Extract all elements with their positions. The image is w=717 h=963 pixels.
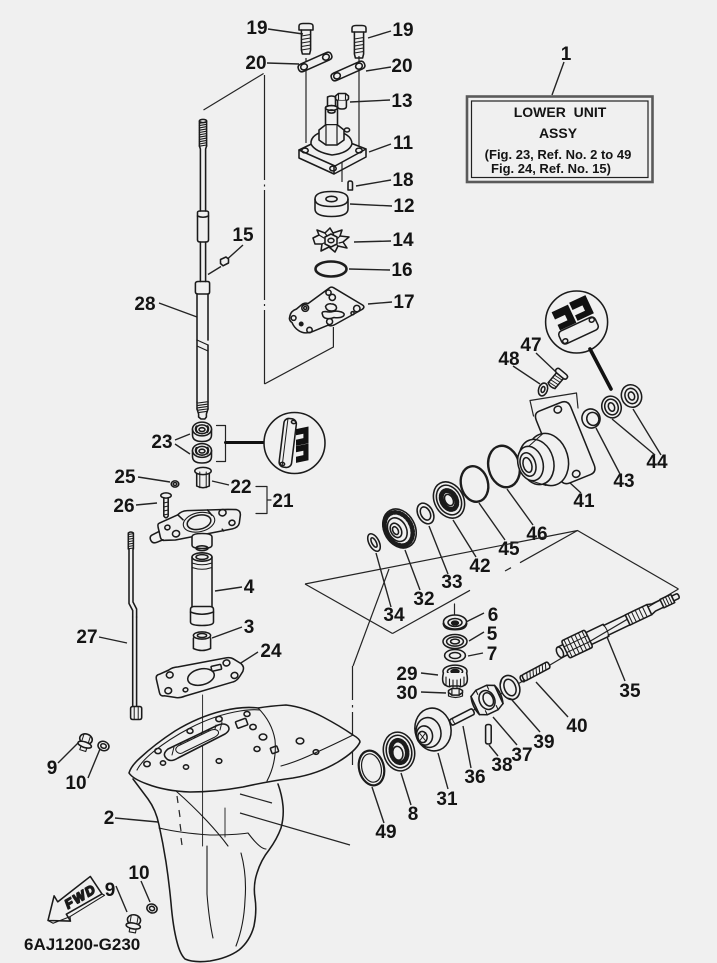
svg-text:28: 28 (134, 294, 155, 315)
svg-text:48: 48 (498, 349, 519, 370)
svg-text:22: 22 (230, 477, 251, 498)
svg-text:18: 18 (392, 170, 413, 191)
svg-text:39: 39 (533, 732, 554, 753)
svg-text:24: 24 (260, 641, 282, 662)
svg-text:14: 14 (392, 230, 414, 251)
svg-text:20: 20 (391, 56, 412, 77)
svg-text:17: 17 (393, 292, 414, 313)
svg-text:7: 7 (487, 644, 498, 665)
svg-text:(Fig. 23, Ref. No. 2 to 49: (Fig. 23, Ref. No. 2 to 49 (485, 147, 632, 162)
svg-text:10: 10 (128, 863, 149, 884)
svg-text:36: 36 (464, 767, 485, 788)
svg-text:47: 47 (520, 335, 541, 356)
svg-text:27: 27 (76, 627, 97, 648)
svg-text:8: 8 (408, 804, 419, 825)
svg-text:ASSY: ASSY (539, 125, 578, 141)
svg-text:19: 19 (246, 18, 267, 39)
svg-text:15: 15 (232, 225, 254, 246)
svg-text:34: 34 (383, 605, 405, 626)
svg-text:20: 20 (245, 53, 266, 74)
svg-text:46: 46 (526, 524, 547, 545)
svg-text:25: 25 (114, 467, 136, 488)
svg-text:19: 19 (392, 20, 413, 41)
svg-text:13: 13 (391, 91, 412, 112)
svg-text:29: 29 (396, 664, 417, 685)
svg-text:6: 6 (488, 605, 499, 626)
svg-text:45: 45 (498, 539, 520, 560)
svg-text:9: 9 (47, 758, 58, 779)
svg-text:16: 16 (391, 260, 412, 281)
svg-text:6AJ1200-G230: 6AJ1200-G230 (24, 935, 140, 954)
svg-text:40: 40 (566, 716, 587, 737)
svg-text:Fig. 24, Ref. No. 15): Fig. 24, Ref. No. 15) (491, 161, 611, 176)
svg-text:30: 30 (396, 683, 417, 704)
svg-text:43: 43 (613, 471, 634, 492)
svg-text:10: 10 (65, 773, 86, 794)
svg-text:26: 26 (113, 496, 134, 517)
svg-text:LOWER UNIT: LOWER UNIT (514, 104, 607, 120)
svg-text:21: 21 (272, 491, 294, 512)
svg-text:23: 23 (151, 432, 172, 453)
svg-text:31: 31 (436, 789, 458, 810)
svg-text:12: 12 (393, 196, 414, 217)
svg-text:3: 3 (244, 617, 255, 638)
svg-text:1: 1 (561, 44, 572, 65)
svg-text:5: 5 (487, 624, 498, 645)
svg-text:35: 35 (619, 681, 641, 702)
svg-text:4: 4 (244, 577, 255, 598)
svg-text:44: 44 (646, 452, 668, 473)
svg-text:33: 33 (441, 572, 462, 593)
svg-text:9: 9 (105, 880, 116, 901)
svg-text:49: 49 (375, 822, 396, 843)
svg-text:2: 2 (104, 808, 115, 829)
svg-text:11: 11 (393, 133, 414, 154)
svg-text:41: 41 (573, 491, 595, 512)
svg-text:32: 32 (413, 589, 434, 610)
svg-text:37: 37 (511, 745, 532, 766)
svg-text:42: 42 (469, 556, 490, 577)
svg-text:38: 38 (491, 755, 512, 776)
